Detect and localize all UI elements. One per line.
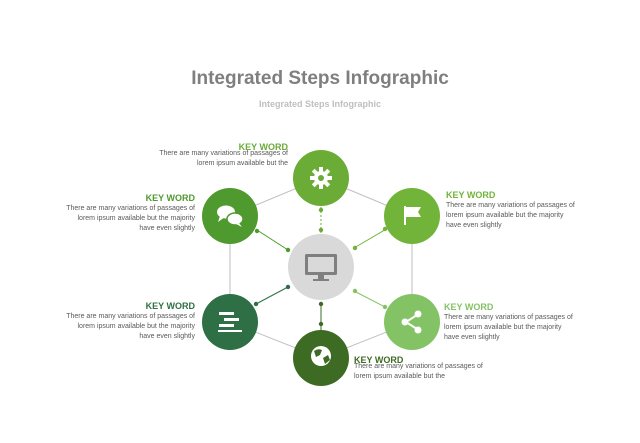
page-subtitle: Integrated Steps Infographic (258, 99, 381, 109)
step-label-upper-right: KEY WORD There are many variations of pa… (446, 190, 576, 231)
step-keyword: KEY WORD (238, 142, 288, 152)
connectors (253, 207, 389, 330)
step-keyword: KEY WORD (444, 302, 494, 312)
list-icon (218, 312, 242, 332)
step-label-upper-left: KEY WORD There are many variations of pa… (65, 193, 195, 234)
step-description: There are many variations of passages of… (354, 363, 483, 380)
step-label-bottom: KEY WORD There are many variations of pa… (354, 355, 484, 382)
step-description: There are many variations of passages of… (159, 150, 288, 167)
step-description: There are many variations of passages of… (446, 202, 575, 229)
step-node-bottom (293, 330, 349, 386)
step-keyword: KEY WORD (354, 355, 404, 365)
step-keyword: KEY WORD (145, 301, 195, 311)
step-node-top (293, 150, 349, 206)
step-node-lower-right (384, 294, 440, 350)
step-description: There are many variations of passages of… (66, 313, 195, 340)
page-title: Integrated Steps Infographic (191, 68, 449, 89)
step-label-top: KEY WORD There are many variations of pa… (158, 142, 288, 169)
step-node-upper-right (384, 188, 440, 244)
flag-icon (404, 206, 421, 225)
step-keyword: KEY WORD (446, 190, 496, 200)
step-description: There are many variations of passages of… (444, 314, 573, 341)
step-keyword: KEY WORD (145, 193, 195, 203)
monitor-icon (305, 254, 337, 281)
step-label-lower-right: KEY WORD There are many variations of pa… (444, 302, 574, 343)
center-node (288, 234, 354, 300)
gear-icon (310, 167, 332, 189)
step-label-lower-left: KEY WORD There are many variations of pa… (65, 301, 195, 342)
step-description: There are many variations of passages of… (66, 205, 195, 232)
chat-icon (217, 205, 244, 227)
share-icon (401, 310, 422, 334)
step-node-upper-left (202, 188, 258, 244)
step-node-lower-left (202, 294, 258, 350)
globe-icon (311, 346, 331, 366)
